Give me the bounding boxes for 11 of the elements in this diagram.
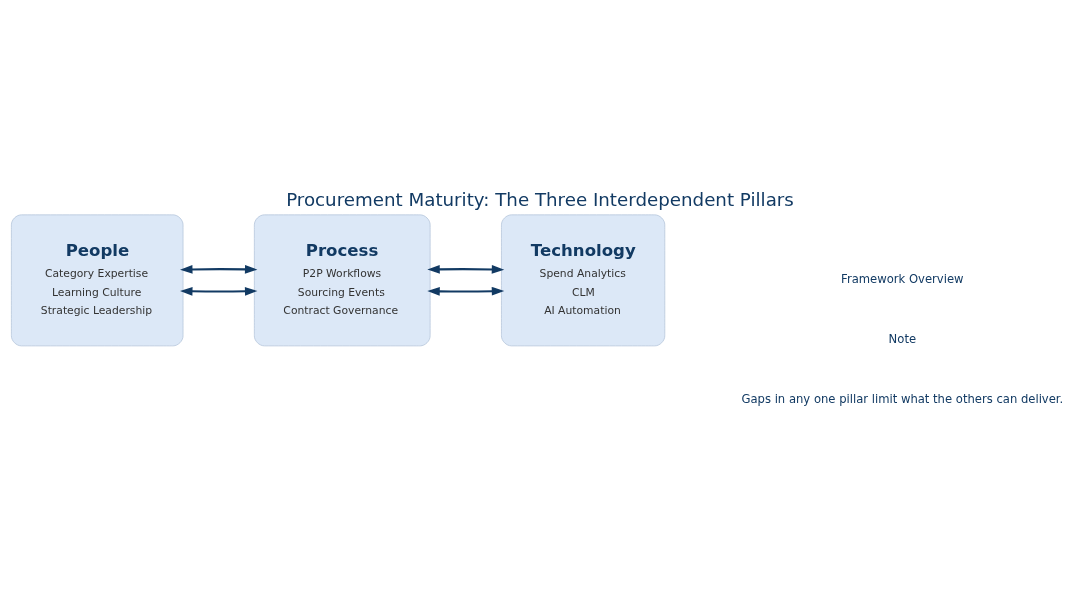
label: Note <box>888 332 917 347</box>
node-box: Process P2P Workflows Sourcing Events Contract Governance <box>253 214 431 347</box>
arrow <box>427 286 505 296</box>
arrow <box>180 265 258 274</box>
node-box: People Category Expertise Learning Culture Strategic Leadership <box>11 214 184 347</box>
label: Framework Overview <box>841 272 964 287</box>
diagram-title: Procurement Maturity: The Three Interdependent Pillars <box>286 189 794 211</box>
arrow <box>427 264 505 274</box>
arrow <box>180 286 258 296</box>
label: Gaps in any one pillar limit what the others can deliver. <box>741 391 1064 406</box>
node-box: Technology Spend Analytics CLM AI Automation <box>501 214 666 347</box>
